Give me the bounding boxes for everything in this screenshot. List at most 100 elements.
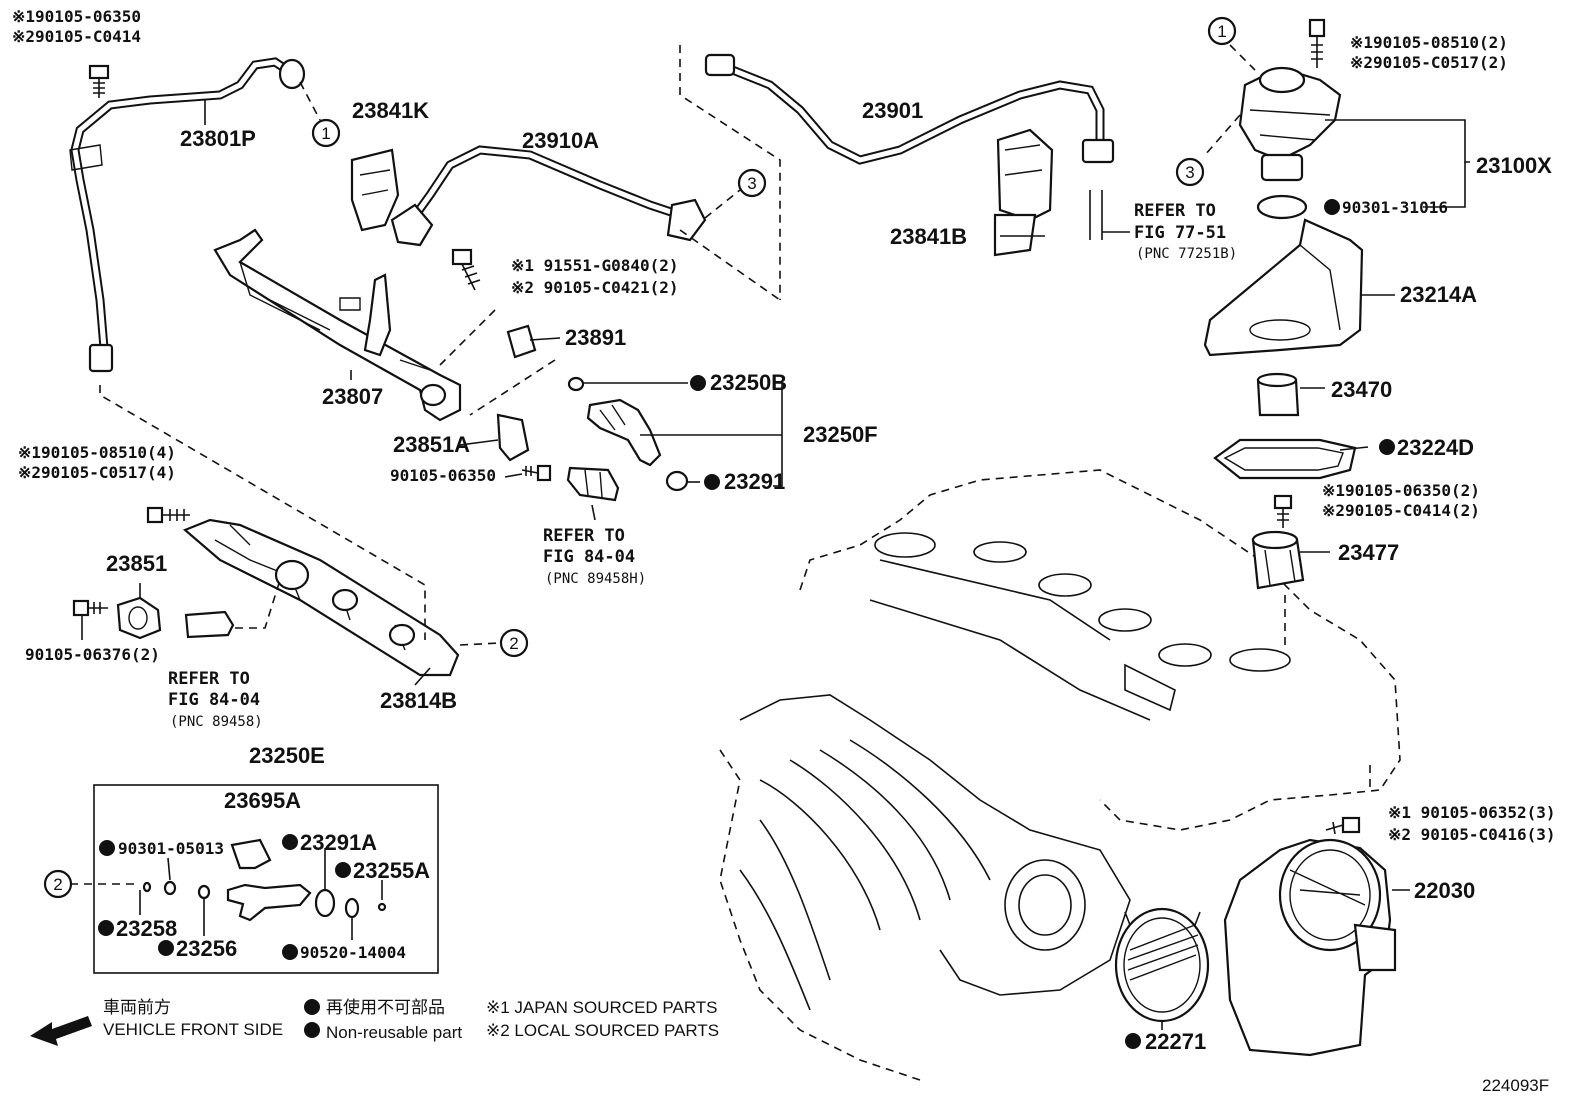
legend-nonreuse-en: Non-reusable part [326, 1023, 462, 1042]
label-bolt-tr-2: ※290105-C0517(2) [1350, 53, 1508, 72]
legend-nonreuse-jp: 再使用不可部品 [326, 997, 445, 1017]
label-23291: 23291 [724, 469, 785, 494]
label-refer-84a-2: FIG 84-04 [543, 547, 635, 567]
part-23841B-valve [993, 128, 1103, 257]
label-refer-77-3: (PNC 77251B) [1136, 246, 1237, 262]
dash-leaders-mid [439, 309, 556, 416]
label-23891: 23891 [565, 325, 626, 350]
part-sensor-89458 [184, 579, 281, 639]
label-bolt-tl-2: ※290105-C0414 [12, 27, 141, 46]
label-22271: 22271 [1145, 1029, 1206, 1054]
label-bolt-mid-2: ※2 90105-C0421(2) [511, 278, 679, 297]
bolt-left-middle [146, 506, 190, 524]
legend: 車両前方 VEHICLE FRONT SIDE 再使用不可部品 Non-reus… [30, 997, 1549, 1095]
label-bolt-l2-1: ※190105-08510(4) [18, 443, 176, 462]
legend-dot-1 [304, 999, 320, 1015]
bolt-90105-06350 [521, 464, 552, 482]
label-23814B: 23814B [380, 688, 457, 713]
label-bolt-br-1: ※1 90105-06352(3) [1388, 803, 1556, 822]
callout-circle-1-b-text: 1 [1217, 22, 1226, 41]
nonreusable-markers [98, 199, 1395, 1049]
label-23807: 23807 [322, 384, 383, 409]
callout-circle-3-b-text: 3 [1185, 163, 1194, 182]
callout-circle-2-b-text: 2 [53, 875, 62, 894]
figure-id: 224093F [1482, 1076, 1549, 1095]
part-23851-cover [116, 596, 162, 640]
label-bolt-r2-1: ※190105-06350(2) [1322, 481, 1480, 500]
label-bolt-r2-2: ※290105-C0414(2) [1322, 501, 1480, 520]
part-labels: ※190105-06350 ※290105-C0414 23801P 23841… [12, 7, 1556, 1054]
part-23891-grommet [506, 324, 537, 359]
callout-circle-2-a [499, 628, 529, 658]
callout-circle-3-b [1175, 157, 1205, 187]
label-bolt-l2-2: ※290105-C0517(4) [18, 463, 176, 482]
callout-circle-3-a-text: 3 [747, 174, 756, 193]
injector-kit-box [70, 784, 439, 974]
label-90520-14004: 90520-14004 [300, 943, 406, 962]
bolt-mid [451, 248, 481, 291]
part-22271-gasket [1114, 907, 1210, 1023]
bolt-90105-06376 [72, 599, 108, 617]
callout-circle-1-a-text: 1 [321, 124, 330, 143]
bolt-bottom-right [1325, 816, 1361, 835]
legend-local-sourced: ※2 LOCAL SOURCED PARTS [486, 1021, 719, 1040]
part-23470-lifter [1256, 372, 1300, 417]
legend-japan-sourced: ※1 JAPAN SOURCED PARTS [486, 998, 718, 1017]
bolt-top-right [1308, 18, 1326, 68]
part-90301-31016-oring [1256, 194, 1308, 220]
label-refer-77-1: REFER TO [1134, 201, 1216, 221]
label-90105-06376: 90105-06376(2) [25, 645, 160, 664]
callout-circle-3-a [737, 168, 767, 198]
label-23250F: 23250F [803, 422, 878, 447]
part-23224D-gasket [1213, 438, 1357, 480]
callout-circle-1-b [1207, 16, 1237, 46]
label-bolt-mid-1: ※1 91551-G0840(2) [511, 256, 679, 275]
label-23851A: 23851A [393, 432, 470, 457]
label-23841K: 23841K [352, 98, 429, 123]
part-22030-throttle-body [1223, 838, 1397, 1057]
callout-circle-2-a-text: 2 [509, 634, 518, 653]
bolt-right-middle [1273, 494, 1293, 528]
label-23255A: 23255A [353, 858, 430, 883]
label-bolt-tl-1: ※190105-06350 [12, 7, 141, 26]
label-23100X: 23100X [1476, 153, 1552, 178]
label-90105-06350: 90105-06350 [390, 466, 496, 485]
label-refer-77-2: FIG 77-51 [1134, 223, 1226, 243]
callout-circle-1-a [311, 118, 341, 148]
label-23901: 23901 [862, 98, 923, 123]
part-23250B-oring [567, 376, 585, 392]
part-23477-housing [1251, 530, 1305, 590]
part-23291-seal [665, 470, 689, 492]
leader-lines [81, 119, 1470, 1030]
part-23901-fuel-hose [679, 45, 1115, 300]
part-23214A-bracket [1203, 218, 1364, 357]
label-22030: 22030 [1414, 878, 1475, 903]
label-23470: 23470 [1331, 377, 1392, 402]
label-23250E: 23250E [249, 743, 325, 768]
label-23291A: 23291A [300, 830, 377, 855]
part-23851A-bracket [496, 413, 530, 462]
callout-circles: 1 3 1 3 2 2 [43, 16, 1237, 899]
part-23814B-delivery-pipe [99, 385, 501, 677]
label-90301-05013: 90301-05013 [118, 839, 224, 858]
label-refer-84a-3: (PNC 89458H) [545, 571, 646, 587]
label-refer-84b-1: REFER TO [168, 669, 250, 689]
label-23224D: 23224D [1397, 435, 1474, 460]
label-23214A: 23214A [1400, 282, 1477, 307]
label-refer-84b-3: (PNC 89458) [170, 714, 263, 730]
label-23695A: 23695A [224, 788, 301, 813]
front-arrow-icon [30, 1016, 92, 1046]
label-23477: 23477 [1338, 540, 1399, 565]
part-23841K-sensor [350, 148, 400, 232]
label-bolt-br-2: ※2 90105-C0416(3) [1388, 825, 1556, 844]
label-23841B: 23841B [890, 224, 967, 249]
part-23801P-fuel-pipe [69, 57, 321, 373]
label-23256: 23256 [176, 936, 237, 961]
legend-dot-2 [304, 1022, 320, 1038]
label-23258: 23258 [116, 916, 177, 941]
label-refer-84b-2: FIG 84-04 [168, 690, 260, 710]
label-23250B: 23250B [710, 370, 787, 395]
part-23250F-injector [586, 398, 662, 467]
label-bolt-tr-1: ※190105-08510(2) [1350, 33, 1508, 52]
